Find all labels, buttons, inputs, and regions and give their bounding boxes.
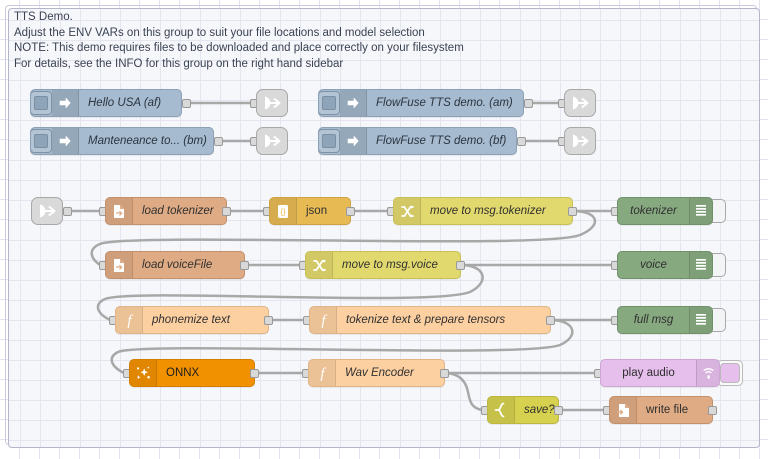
- inject-trigger-button[interactable]: [319, 129, 340, 153]
- switch-node-save[interactable]: save?: [487, 396, 559, 424]
- inject-label: Manteneance to... (bm): [88, 135, 207, 147]
- function-f-icon: f: [116, 307, 143, 333]
- node-label: write file: [646, 404, 689, 416]
- port-out-wavencoder[interactable]: [440, 369, 449, 378]
- file-out-node-write-file[interactable]: write file: [609, 396, 713, 424]
- debug-node-voice[interactable]: voice: [617, 251, 713, 279]
- node-label: phonemize text: [152, 314, 230, 326]
- function-f-icon: f: [309, 360, 336, 386]
- play-audio-tail: [717, 360, 743, 386]
- file-in-node-load-tokenizer[interactable]: load tokenizer: [105, 197, 227, 225]
- node-label: load tokenizer: [142, 205, 214, 217]
- port-out-inject3[interactable]: [524, 99, 533, 108]
- port-out-phonemize[interactable]: [264, 316, 273, 325]
- inject-label: Hello USA (af): [88, 97, 162, 109]
- link-out-icon: [265, 96, 281, 110]
- braces-icon: {}: [270, 198, 297, 224]
- debug-bars-icon: [689, 198, 712, 224]
- switch-icon: [488, 397, 515, 423]
- link-in-icon: [40, 204, 56, 218]
- onnx-node[interactable]: ONNX: [129, 359, 255, 387]
- inject-label: FlowFuse TTS demo. (bf): [376, 135, 507, 147]
- link-in-node-1[interactable]: [31, 197, 63, 225]
- change-node-move-to-msg-tokenizer[interactable]: move to msg.tokenizer: [393, 197, 573, 225]
- port-out-loadtokenizer[interactable]: [222, 207, 231, 216]
- node-label: json: [306, 205, 328, 217]
- node-label: move to msg.tokenizer: [430, 205, 546, 217]
- inject-trigger-button[interactable]: [319, 91, 340, 115]
- port-out-change1[interactable]: [568, 207, 577, 216]
- svg-text:f: f: [127, 313, 133, 328]
- audio-out-node-play-audio[interactable]: play audio: [600, 359, 720, 387]
- node-label: full msg: [633, 314, 674, 326]
- port-out-inject1[interactable]: [182, 99, 191, 108]
- speaker-waves-icon: [696, 360, 719, 386]
- file-in-node-load-voicefile[interactable]: load voiceFile: [105, 251, 245, 279]
- port-out-inject4[interactable]: [517, 137, 526, 146]
- port-out-inject2[interactable]: [214, 137, 223, 146]
- link-out-icon: [573, 96, 589, 110]
- link-out-node-3[interactable]: [564, 89, 596, 117]
- node-label: load voiceFile: [142, 259, 213, 271]
- port-out-save[interactable]: [554, 406, 563, 415]
- debug-bars-icon: [689, 252, 712, 278]
- node-label: save?: [524, 404, 555, 416]
- group-description-label: TTS Demo. Adjust the ENV VARs on this gr…: [14, 11, 464, 70]
- port-out-tokenizeprepare[interactable]: [546, 316, 555, 325]
- node-label: play audio: [622, 367, 675, 379]
- link-out-node-2[interactable]: [256, 127, 288, 155]
- node-label: move to msg.voice: [342, 259, 438, 271]
- port-out-writefile[interactable]: [708, 406, 717, 415]
- node-label: Wav Encoder: [345, 367, 414, 379]
- debug-node-tokenizer[interactable]: tokenizer: [617, 197, 713, 225]
- inject-node-flowfuse-am[interactable]: FlowFuse TTS demo. (am): [318, 89, 524, 117]
- file-out-icon: [610, 397, 637, 423]
- svg-text:f: f: [320, 366, 326, 381]
- node-label: tokenizer: [630, 205, 677, 217]
- change-node-move-to-msg-voice[interactable]: move to msg.voice: [305, 251, 461, 279]
- inject-label: FlowFuse TTS demo. (am): [376, 97, 513, 109]
- shuffle-icon: [394, 198, 421, 224]
- link-out-node-4[interactable]: [564, 127, 596, 155]
- play-audio-status: [720, 363, 740, 383]
- file-icon: [106, 198, 133, 224]
- node-label: voice: [640, 259, 667, 271]
- function-node-tokenize-prepare-tensors[interactable]: f tokenize text & prepare tensors: [309, 306, 551, 334]
- file-icon: [106, 252, 133, 278]
- function-f-icon: f: [310, 307, 337, 333]
- inject-node-hello-usa[interactable]: Hello USA (af): [30, 89, 182, 117]
- magic-wand-icon: [130, 360, 157, 386]
- port-out-change2[interactable]: [456, 261, 465, 270]
- inject-arrow-icon: [340, 90, 367, 116]
- node-label: ONNX: [166, 367, 200, 379]
- inject-trigger-button[interactable]: [31, 91, 52, 115]
- port-out-loadvoicefile[interactable]: [240, 261, 249, 270]
- link-out-node-1[interactable]: [256, 89, 288, 117]
- link-out-icon: [573, 134, 589, 148]
- inject-node-maintenance[interactable]: Manteneance to... (bm): [30, 127, 214, 155]
- port-out-onnx[interactable]: [250, 369, 259, 378]
- node-label: tokenize text & prepare tensors: [346, 314, 506, 326]
- svg-text:f: f: [321, 313, 327, 328]
- svg-text:{}: {}: [280, 207, 286, 216]
- debug-node-full-msg[interactable]: full msg: [617, 306, 713, 334]
- inject-arrow-icon: [52, 128, 79, 154]
- inject-arrow-icon: [340, 128, 367, 154]
- function-node-wav-encoder[interactable]: f Wav Encoder: [308, 359, 445, 387]
- debug-bars-icon: [689, 307, 712, 333]
- inject-node-flowfuse-bf[interactable]: FlowFuse TTS demo. (bf): [318, 127, 517, 155]
- link-out-icon: [265, 134, 281, 148]
- port-out-json[interactable]: [346, 207, 355, 216]
- inject-arrow-icon: [52, 90, 79, 116]
- json-node[interactable]: {} json: [269, 197, 351, 225]
- shuffle-icon: [306, 252, 333, 278]
- function-node-phonemize-text[interactable]: f phonemize text: [115, 306, 269, 334]
- port-out-linkin1[interactable]: [63, 207, 72, 216]
- inject-trigger-button[interactable]: [31, 129, 52, 153]
